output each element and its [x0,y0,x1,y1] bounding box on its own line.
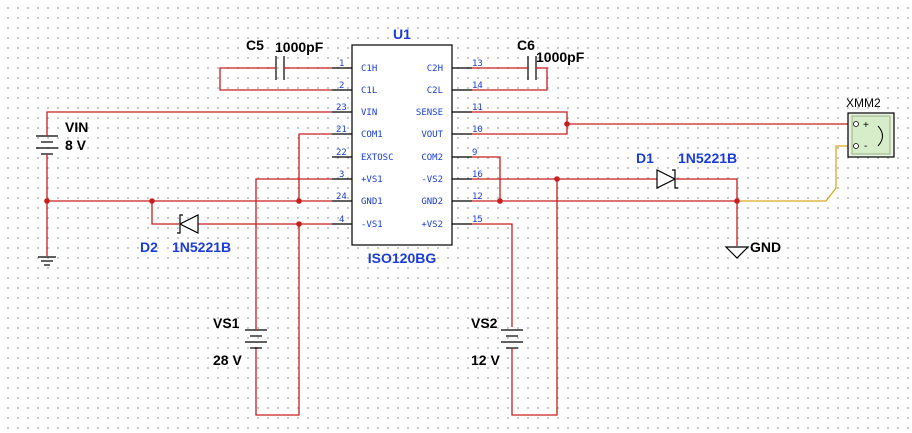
pin-number: 21 [336,125,347,135]
pin-number: 22 [336,148,347,158]
pin-name: C1L [361,86,377,96]
meter-minus-label: - [864,141,867,152]
zener-diode-d2[interactable]: D2 1N5221B [140,214,231,255]
battery-value: 8 V [65,137,87,153]
junction-dot [564,121,570,127]
battery-vs2[interactable]: VS2 12 V [471,315,523,370]
ground-label: GND [750,239,781,255]
meter-plus-label: + [863,120,869,131]
ic-body [351,44,453,246]
pin-name: C2H [427,64,443,74]
pin-name: EXTOSC [361,153,394,163]
battery-value: 28 V [213,352,242,368]
capacitor-value: 1000pF [536,49,585,65]
wire-vs1-pos [255,178,332,327]
capacitor-ref: C6 [517,37,535,53]
battery-vs1[interactable]: VS1 28 V [213,315,267,368]
wire-meter-minus [737,145,848,202]
diode-ref: D1 [636,150,654,166]
capacitor-value: 1000pF [275,39,324,55]
junction-dot [296,198,302,204]
pin-name: GND1 [361,197,383,207]
ic-ref: U1 [393,26,411,42]
pin-name: +VS2 [421,220,443,230]
wire-c6-c2l [472,67,548,91]
wire-d1-cathode [679,178,738,201]
pin-name: -VS2 [421,175,443,185]
ground-symbol [38,256,56,266]
wire-com1 [298,133,332,201]
pin-name: COM2 [421,153,443,163]
pin-number: 9 [472,148,477,158]
meter-terminal-plus [853,121,859,127]
diode-part: 1N5221B [172,239,231,255]
pin-number: 14 [472,81,483,91]
pin-number: 10 [472,125,483,135]
pin-name: VOUT [421,130,443,140]
wire-vs2-neg [511,179,558,416]
ic-u1[interactable]: U1 ISO120BG 1 C1H 2 C1L 23 VIN 21 COM1 2… [332,26,483,266]
pin-name: VIN [361,108,377,118]
meter-ref: XMM2 [846,96,881,110]
pin-name: COM1 [361,130,383,140]
pin-name: GND2 [421,197,443,207]
diode-ref: D2 [140,239,158,255]
junction-dot [554,176,560,182]
pin-name: -VS1 [361,220,383,230]
battery-ref: VS1 [213,315,240,331]
pin-number: 24 [336,192,347,202]
pin-number: 11 [472,103,483,113]
wire-com2 [472,156,501,201]
junction-dot [734,198,740,204]
capacitor-c6[interactable]: C6 1000pF [517,37,585,80]
wire-vs1-neg [255,224,300,416]
pin-number: 15 [472,215,483,225]
pin-number: 16 [472,170,483,180]
junction-dot [44,198,50,204]
diode-part: 1N5221B [678,150,737,166]
pin-number: 12 [472,192,483,202]
capacitor-ref: C5 [246,37,264,53]
pin-name: C1H [361,64,377,74]
pin-number: 4 [339,215,344,225]
junctions [44,121,740,227]
pin-name: +VS1 [361,175,383,185]
junction-dot [497,198,503,204]
wire-vs2-pos [472,223,513,327]
meter-terminal-minus [853,143,859,149]
pin-name: SENSE [416,108,443,118]
battery-ref: VIN [65,119,88,135]
pin-number: 13 [472,59,483,69]
wire-sense-vout [472,111,568,135]
wire-c5-c1l [219,67,332,91]
pin-number: 23 [336,103,347,113]
pin-number: 2 [339,81,344,91]
ic-part: ISO120BG [368,250,437,266]
battery-value: 12 V [471,352,500,368]
capacitor-c5[interactable]: C5 1000pF [246,37,324,80]
zener-diode-d1[interactable]: D1 1N5221B [636,150,737,189]
wire-d2-anode [151,201,176,225]
pin-number: 1 [339,59,344,69]
meter-needle-arc [877,125,883,147]
wire-vin-top [46,111,332,133]
pin-number: 3 [339,170,344,180]
multimeter-xmm2[interactable]: XMM2 + - [846,96,895,158]
ground-gnd: GND [724,239,781,259]
battery-ref: VS2 [471,315,498,331]
junction-dot [149,198,155,204]
junction-dot [296,221,302,227]
battery-vin[interactable]: VIN 8 V [36,119,88,155]
pin-name: C2L [427,86,443,96]
